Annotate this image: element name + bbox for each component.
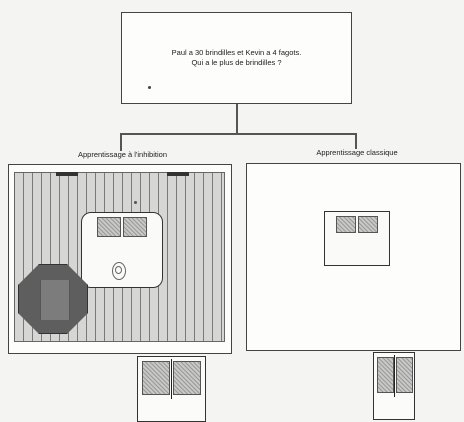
question-box: Paul a 30 brindilles et Kevin a 4 fagots… xyxy=(121,12,352,104)
bottom-left-divider xyxy=(171,359,172,399)
question-line-1: Paul a 30 brindilles et Kevin a 4 fagots… xyxy=(171,48,302,57)
classic-card-image xyxy=(336,216,378,233)
top-tab-right xyxy=(167,172,189,176)
bottom-right-image-b xyxy=(396,357,413,393)
card-thumbnail-right xyxy=(123,217,147,237)
octagon-inner-figure xyxy=(40,280,70,320)
bottom-thumbnail-left xyxy=(137,356,206,422)
question-line-2: Qui a le plus de brindilles ? xyxy=(191,58,282,67)
classic-thumbnail-left xyxy=(336,216,356,233)
right-column-title: Apprentissage classique xyxy=(316,148,398,157)
left-column-title: Apprentissage à l'inhibition xyxy=(78,150,167,159)
stray-mark xyxy=(148,86,151,89)
card-image xyxy=(97,217,147,237)
connector-right xyxy=(355,133,357,149)
swirl-figure-inner xyxy=(115,266,122,274)
card-dot xyxy=(134,201,137,204)
classic-thumbnail-right xyxy=(358,216,378,233)
connector-stem xyxy=(236,104,238,134)
classic-card xyxy=(324,211,390,266)
swirl-figure xyxy=(112,262,126,280)
connector-bar xyxy=(120,133,356,135)
bottom-thumbnail-right xyxy=(373,352,415,420)
bottom-left-image-b xyxy=(173,361,201,395)
connector-left xyxy=(120,133,122,151)
bottom-left-image-a xyxy=(142,361,170,395)
bottom-right-divider xyxy=(394,355,395,397)
card-thumbnail-left xyxy=(97,217,121,237)
bottom-right-image-a xyxy=(377,357,394,393)
top-tab-left xyxy=(56,172,78,176)
